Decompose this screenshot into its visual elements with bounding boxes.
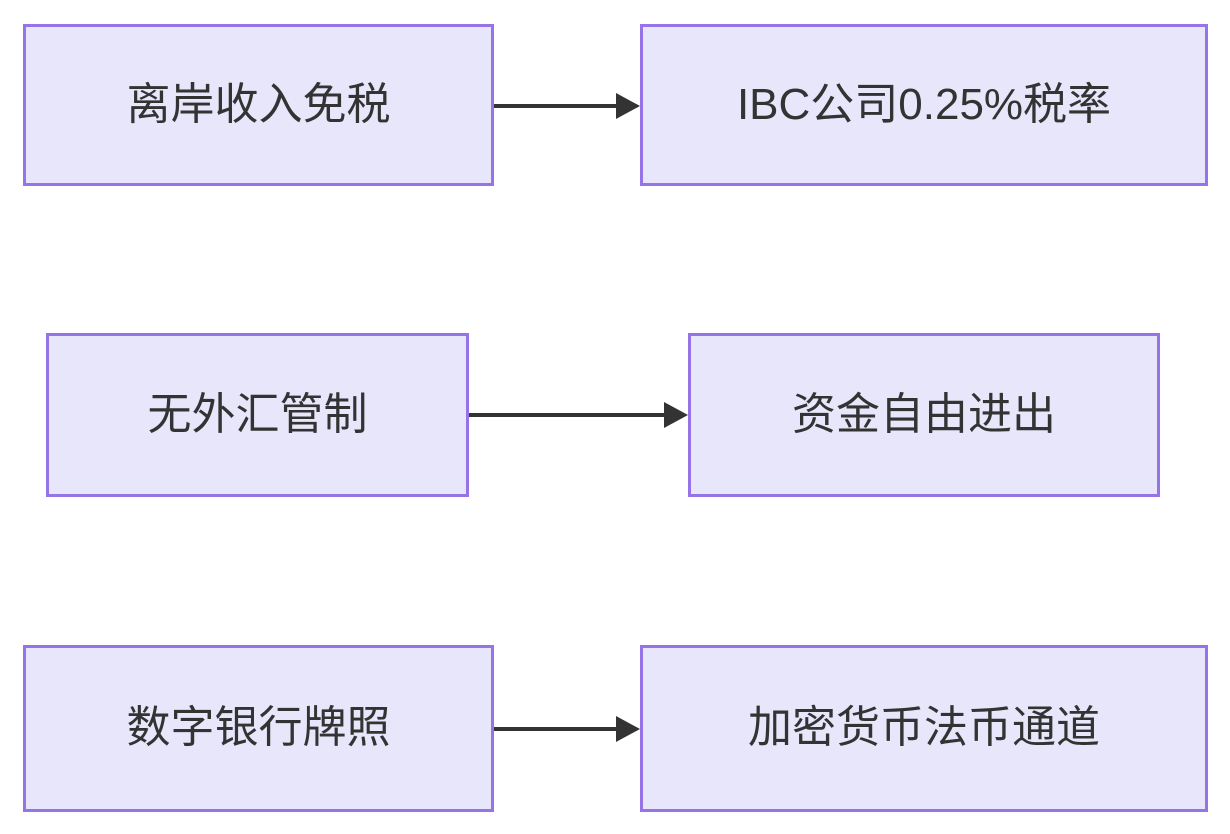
node-free-flow[interactable]: 资金自由进出 xyxy=(688,333,1160,497)
node-no-fx-control[interactable]: 无外汇管制 xyxy=(46,333,469,497)
arrowhead-icon xyxy=(616,93,640,119)
arrowhead-icon xyxy=(616,716,640,742)
node-label: IBC公司0.25%税率 xyxy=(736,79,1112,129)
node-label: 加密货币法币通道 xyxy=(748,703,1100,753)
edge-no-fx-control-to-free-flow xyxy=(469,402,688,428)
node-label: 数字银行牌照 xyxy=(126,703,391,753)
node-crypto-fiat-rail[interactable]: 加密货币法币通道 xyxy=(640,645,1208,812)
edge-digital-bank-license-to-crypto-fiat-rail xyxy=(494,716,640,742)
node-label: 无外汇管制 xyxy=(147,389,368,439)
node-label: 资金自由进出 xyxy=(792,389,1056,439)
node-digital-bank-license[interactable]: 数字银行牌照 xyxy=(23,645,494,812)
arrowhead-icon xyxy=(664,402,688,428)
node-label: 离岸收入免税 xyxy=(126,79,391,129)
node-ibc-rate[interactable]: IBC公司0.25%税率 xyxy=(640,24,1208,186)
node-offshore-tax-free[interactable]: 离岸收入免税 xyxy=(23,24,494,186)
edge-offshore-tax-free-to-ibc-rate xyxy=(494,93,640,119)
